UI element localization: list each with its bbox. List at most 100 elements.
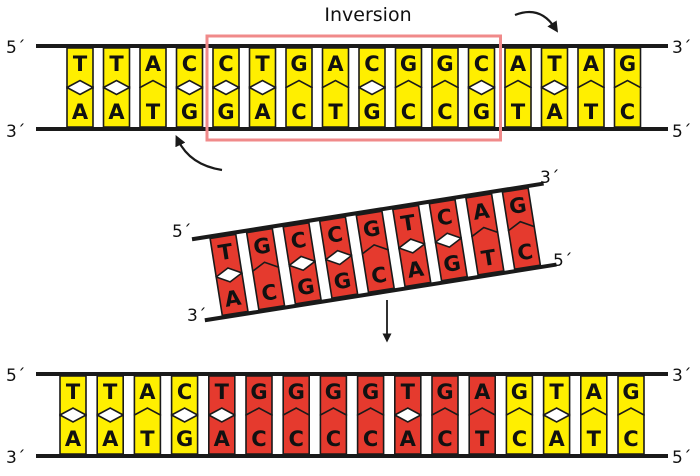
base-letter-top: G <box>511 380 528 404</box>
base-letter-top: T <box>399 210 418 236</box>
base-letter-top: C <box>218 52 233 76</box>
inversion-label: Inversion <box>324 4 411 26</box>
base-pair: TA <box>209 233 249 317</box>
base-bottom <box>394 79 423 128</box>
base-letter-bottom: G <box>217 100 234 124</box>
base-pair: GC <box>617 375 645 455</box>
base-letter-top: T <box>109 52 124 76</box>
base-bottom <box>577 79 605 128</box>
base-bottom <box>617 407 645 455</box>
base-letter-top: T <box>216 239 235 265</box>
base-bottom <box>133 407 162 455</box>
original-top-5prime: 5´ <box>6 38 25 58</box>
base-letter-top: G <box>436 52 453 76</box>
base-letter-bottom: C <box>363 427 378 451</box>
base-bottom <box>319 407 348 455</box>
base-letter-top: T <box>549 380 564 404</box>
base-bottom <box>468 407 496 455</box>
base-letter-bottom: T <box>480 245 499 271</box>
base-letter-bottom: C <box>288 427 303 451</box>
base-letter-bottom: A <box>214 427 231 451</box>
base-letter-top: A <box>583 52 600 76</box>
base-letter-top: C <box>435 204 454 230</box>
base-bottom <box>175 86 204 128</box>
base-top <box>542 375 571 417</box>
base-bottom <box>96 413 124 455</box>
base-pair: GC <box>394 47 423 128</box>
base-bottom <box>467 86 496 128</box>
base-letter-bottom: C <box>437 427 452 451</box>
base-bottom <box>361 243 396 294</box>
base-pair: TA <box>391 204 432 288</box>
base-letter-top: G <box>619 52 636 76</box>
base-bottom <box>580 407 608 455</box>
base-letter-top: G <box>400 52 417 76</box>
base-letter-bottom: C <box>260 280 279 306</box>
base-pair: TA <box>542 375 571 455</box>
base-letter-top: A <box>471 198 492 224</box>
base-letter-bottom: T <box>584 100 599 124</box>
base-letter-bottom: C <box>326 427 341 451</box>
base-letter-bottom: T <box>328 100 343 124</box>
base-letter-bottom: A <box>102 427 119 451</box>
base-letter-bottom: T <box>587 427 602 451</box>
base-letter-bottom: G <box>332 268 353 294</box>
base-letter-top: T <box>66 380 81 404</box>
base-letter-bottom: C <box>291 100 306 124</box>
base-letter-top: A <box>145 52 162 76</box>
base-bottom <box>507 220 542 271</box>
base-bottom <box>397 242 432 288</box>
base-pair: TA <box>540 47 569 128</box>
base-letter-top: A <box>586 380 603 404</box>
base-pair: GC <box>355 210 396 294</box>
base-letter-top: G <box>288 380 305 404</box>
base-pair: TA <box>208 375 236 455</box>
base-letter-top: A <box>327 52 344 76</box>
base-letter-bottom: C <box>369 262 388 288</box>
base-letter-top: C <box>182 52 197 76</box>
base-pair: TA <box>96 375 124 455</box>
base-top <box>170 375 199 417</box>
original-bottom-5prime: 5´ <box>672 122 691 142</box>
base-bottom <box>282 407 310 455</box>
excised-top-3prime: 3´ <box>540 168 559 188</box>
base-pair: AT <box>464 192 505 276</box>
base-pair: CG <box>175 47 204 128</box>
base-letter-top: G <box>622 380 639 404</box>
base-letter-bottom: A <box>254 100 271 124</box>
base-letter-bottom: A <box>72 100 89 124</box>
base-top <box>467 47 496 89</box>
base-letter-top: T <box>73 52 88 76</box>
base-bottom <box>505 407 534 455</box>
base-top <box>282 221 316 267</box>
base-bottom <box>321 79 350 128</box>
result-top-5prime: 5´ <box>6 366 25 386</box>
base-bottom <box>504 79 532 128</box>
base-letter-top: A <box>510 52 527 76</box>
base-letter-top: G <box>361 216 382 242</box>
base-letter-bottom: A <box>223 285 244 311</box>
base-bottom <box>215 271 249 317</box>
base-letter-bottom: C <box>623 427 638 451</box>
base-pair: GC <box>356 375 385 455</box>
base-pair: TA <box>102 47 131 128</box>
base-top <box>540 47 569 89</box>
inversion-highlight-box <box>205 34 502 142</box>
base-top <box>358 47 386 89</box>
excised-bottom-5prime: 5´ <box>553 251 572 271</box>
base-letter-bottom: G <box>473 100 490 124</box>
base-pair: TA <box>59 375 87 455</box>
base-letter-top: T <box>103 380 118 404</box>
base-letter-top: G <box>250 380 267 404</box>
base-bottom <box>288 259 322 305</box>
base-pair: TA <box>394 375 422 455</box>
base-pair: GC <box>245 227 286 311</box>
base-bottom <box>102 86 131 128</box>
base-letter-bottom: C <box>401 100 416 124</box>
base-letter-top: G <box>290 52 307 76</box>
curved-arrow-left-icon <box>175 135 223 172</box>
backbone-bottom <box>204 262 557 323</box>
